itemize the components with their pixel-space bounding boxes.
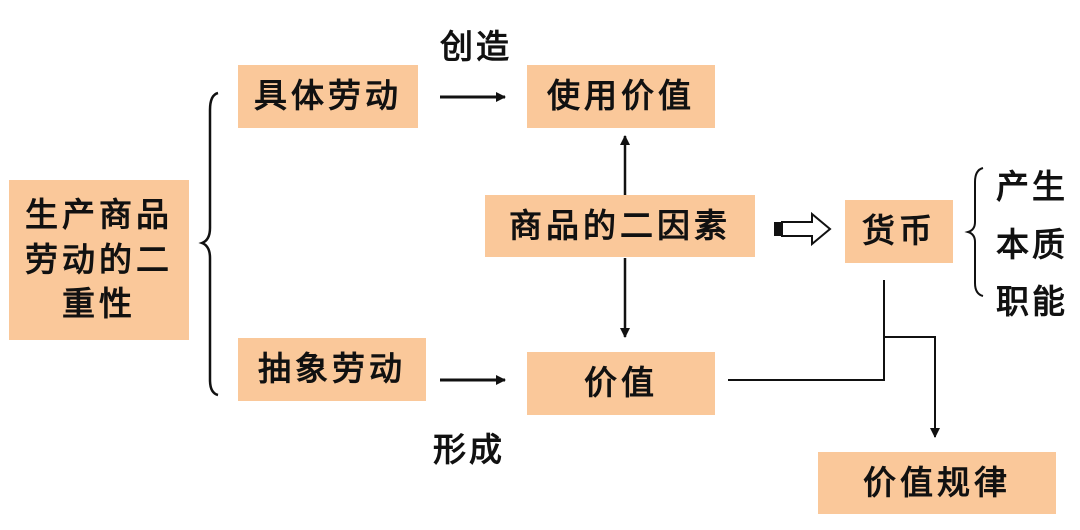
node-concrete-labor: 具体劳动 (238, 65, 418, 128)
hollow-arrow-factors-to-money (774, 211, 832, 247)
node-abstract-labor: 抽象劳动 (238, 338, 426, 401)
money-aspect-origin: 产生 (996, 167, 1068, 206)
node-concrete-labor-text: 具体劳动 (254, 76, 402, 116)
arrow-to-law-of-value (884, 336, 940, 438)
node-abstract-labor-text: 抽象劳动 (258, 349, 406, 389)
node-law-of-value: 价值规律 (818, 452, 1056, 514)
money-brace (964, 167, 984, 297)
node-law-of-value-text: 价值规律 (863, 462, 1011, 502)
node-value: 价值 (527, 352, 715, 415)
connector-value-to-junction (728, 280, 885, 381)
node-value-text: 价值 (584, 363, 658, 403)
node-use-value: 使用价值 (527, 65, 715, 128)
node-dual-nature-text: 生产商品劳动的二重性 (25, 195, 173, 324)
money-aspect-essence: 本质 (996, 225, 1068, 264)
node-two-factors-text: 商品的二因素 (509, 205, 731, 245)
edge-label-create: 创造 (440, 27, 512, 66)
left-brace (198, 91, 219, 397)
node-two-factors: 商品的二因素 (485, 195, 755, 257)
node-money: 货币 (845, 200, 953, 263)
edge-label-form: 形成 (433, 430, 505, 469)
node-dual-nature-of-labor: 生产商品劳动的二重性 (9, 180, 189, 340)
node-use-value-text: 使用价值 (547, 76, 695, 116)
money-aspect-function: 职能 (996, 282, 1068, 321)
node-money-text: 货币 (862, 211, 936, 251)
